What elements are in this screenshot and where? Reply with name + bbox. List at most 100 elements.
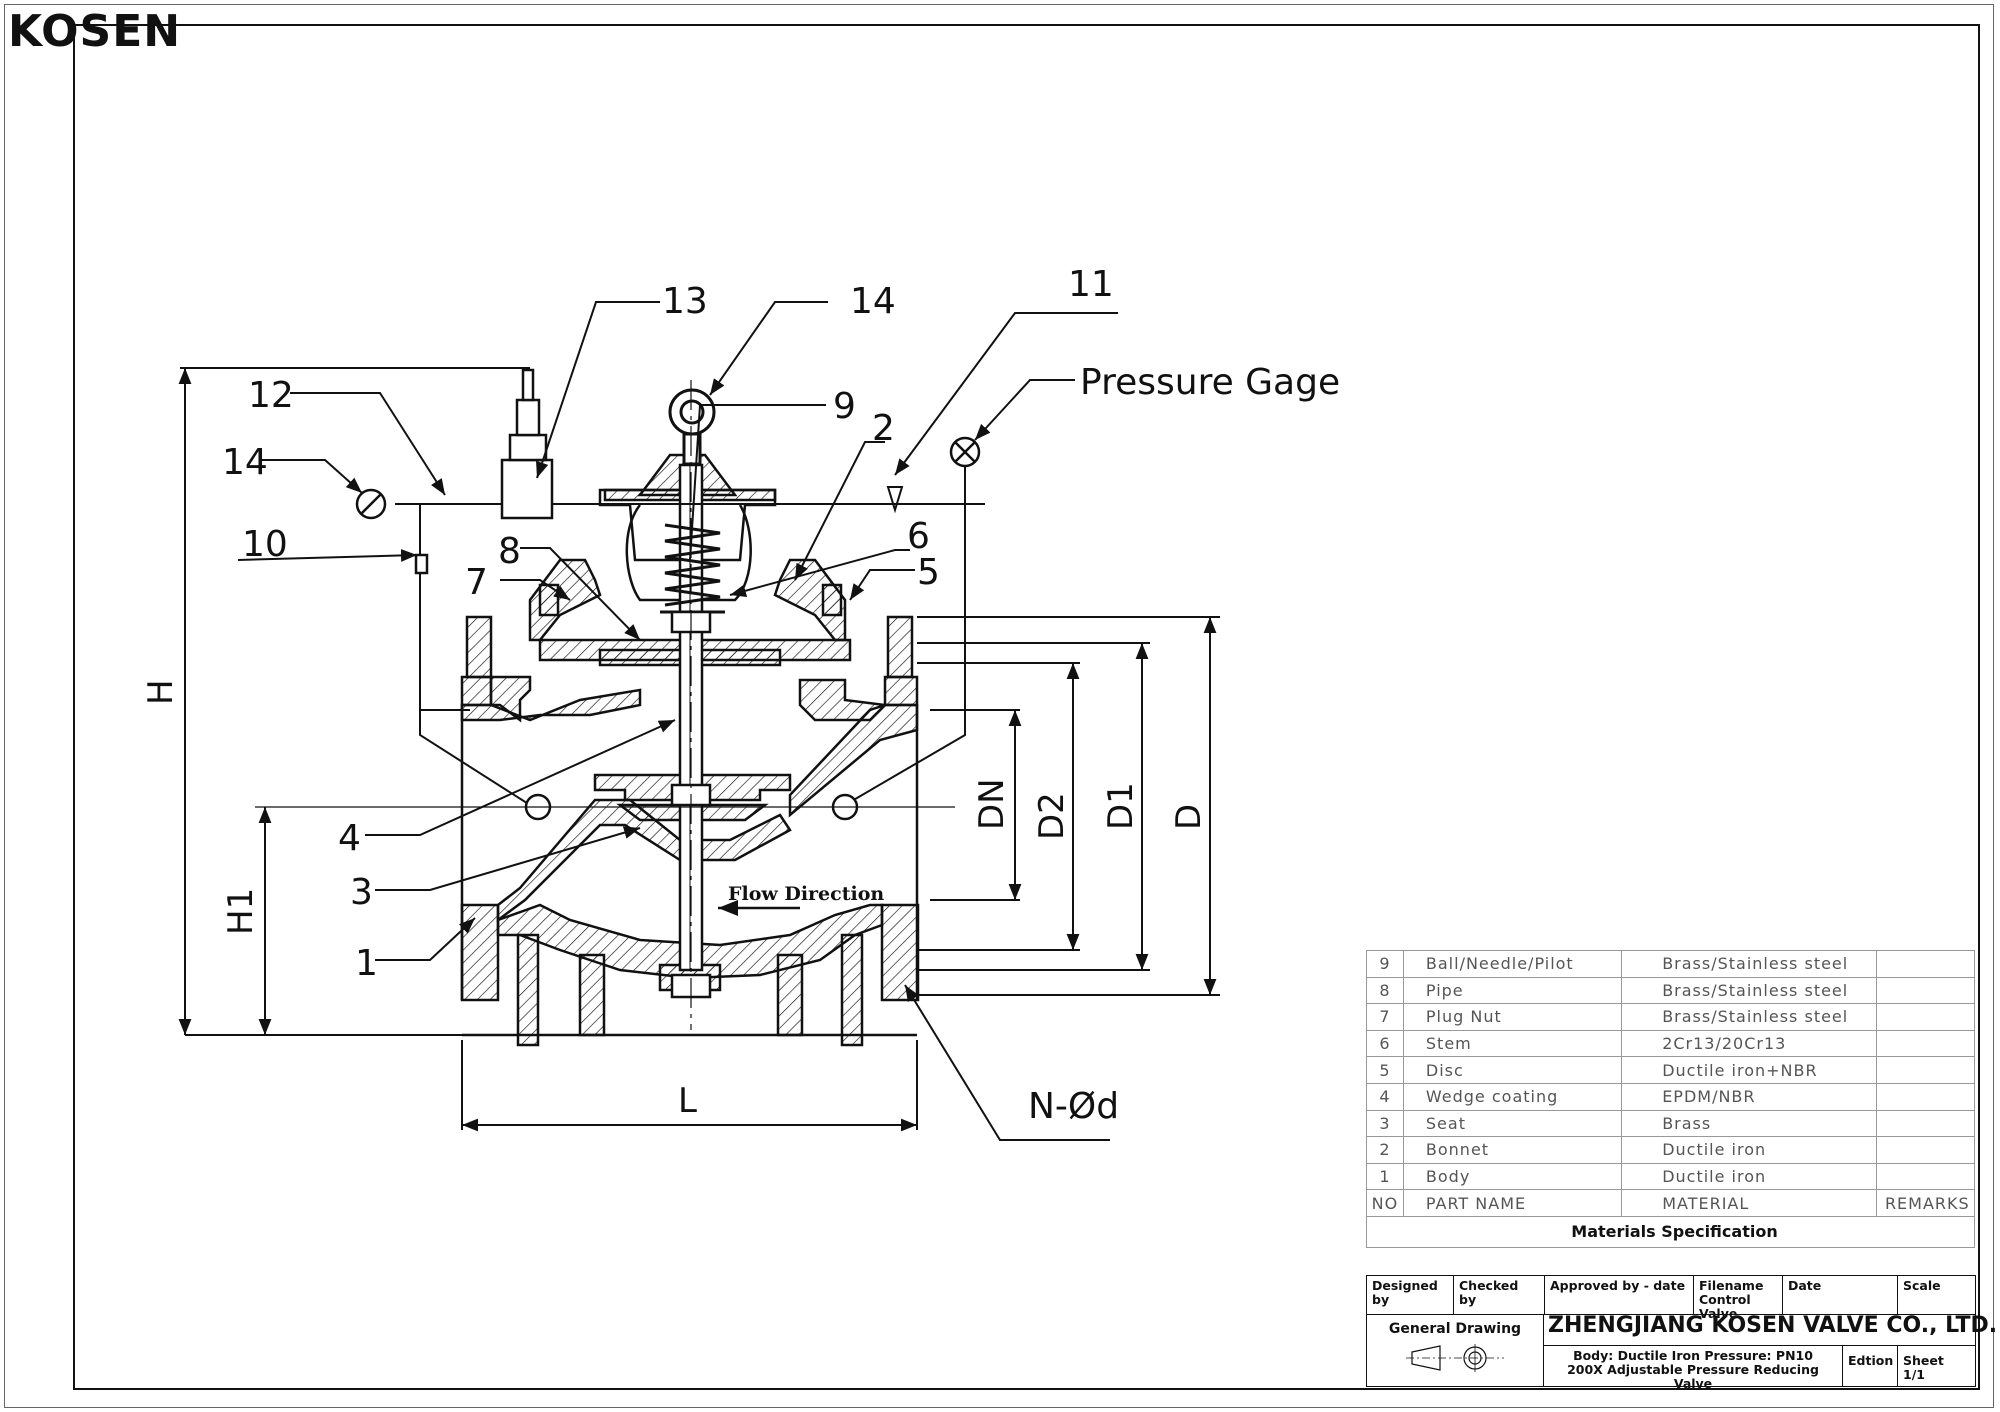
callout-14-top: 14 [850,281,896,322]
filename-value: Control Valve [1699,1292,1751,1321]
general-drawing-cell: General Drawing [1366,1314,1544,1387]
table-header-row: NO PART NAME MATERIAL REMARKS [1366,1189,1976,1217]
callout-6: 6 [907,516,930,557]
callout-2: 2 [872,408,895,449]
cell-no: 6 [1366,1029,1404,1058]
table-row: 2 Bonnet Ductile iron [1366,1136,1976,1164]
cell-remarks [1875,950,1976,978]
cell-material: Brass [1621,1109,1877,1138]
cell-name: Plug Nut [1402,1003,1623,1031]
centerlines [255,380,955,1030]
table-caption-row: Materials Specification [1366,1215,1975,1248]
dim-D-label: D [1169,804,1209,830]
cell-no: 3 [1366,1109,1404,1138]
cell-material: Brass/Stainless steel [1621,1003,1877,1031]
table-row: 9 Ball/Needle/Pilot Brass/Stainless stee… [1366,950,1976,978]
designed-by-cell: Designed by [1366,1275,1454,1315]
company-name: ZHENGJIANG KOSEN VALVE CO., LTD. [1543,1314,1997,1346]
callout-10: 10 [242,524,288,565]
outer-border [4,4,1994,1408]
cell-no: 5 [1366,1056,1404,1084]
callout-1: 1 [355,943,378,984]
valve-body [460,453,920,1047]
stem-nuts [670,610,712,999]
title-block: Designed by Checked by Approved by - dat… [1366,1275,1997,1391]
cell-no: 7 [1366,1003,1404,1031]
header-remarks: REMARKS [1875,1189,1976,1217]
sheet-value: 1/1 [1903,1367,1925,1382]
materials-caption: Materials Specification [1366,1215,1975,1248]
callout-5: 5 [917,552,940,593]
dim-H-label: H [141,679,181,705]
cell-material: Ductile iron [1621,1162,1877,1191]
callout-7: 7 [465,562,488,603]
cell-material: EPDM/NBR [1621,1082,1877,1111]
callout-14-left: 14 [222,442,268,483]
sheet-label: Sheet [1903,1353,1944,1368]
cell-no: 2 [1366,1136,1404,1164]
leader-lines [237,301,1118,1141]
dimension-lines [178,368,1220,1132]
cell-material: 2Cr13/20Cr13 [1621,1029,1877,1058]
cell-name: Wedge coating [1402,1082,1623,1111]
edition-cell: Edtion [1842,1345,1898,1387]
flow-marker-icon [886,486,904,514]
cell-name: Pipe [1402,976,1623,1005]
cell-no: 9 [1366,950,1404,978]
pressure-gage-label: Pressure Gage [1080,362,1340,403]
approved-by-label: Approved by - date [1550,1278,1686,1293]
cell-no: 4 [1366,1082,1404,1111]
callout-13: 13 [662,281,708,322]
drawing-frame [73,24,1980,1390]
product-name-text: 200X Adjustable Pressure Reducing Valve [1567,1362,1819,1391]
callout-8: 8 [498,531,521,572]
cell-name: Ball/Needle/Pilot [1402,950,1623,978]
date-cell: Date [1782,1275,1898,1315]
callout-11: 11 [1068,264,1114,305]
kosen-logo: KOSEN [8,6,182,57]
dim-D1-label: D1 [1101,782,1141,830]
callout-9: 9 [833,386,856,427]
cell-remarks [1875,1109,1976,1138]
cell-remarks [1875,1003,1976,1031]
cell-material: Brass/Stainless steel [1621,950,1877,978]
scale-label: Scale [1903,1278,1941,1293]
cell-name: Seat [1402,1109,1623,1138]
cell-remarks [1875,1082,1976,1111]
edition-label: Edtion [1848,1353,1894,1368]
cell-material: Brass/Stainless steel [1621,976,1877,1005]
table-row: 1 Body Ductile iron [1366,1162,1976,1191]
checked-by-cell: Checked by [1453,1275,1545,1315]
dim-DN-label: DN [972,778,1012,830]
date-label: Date [1788,1278,1822,1293]
dim-H1-label: H1 [221,888,261,935]
header-no: NO [1366,1189,1404,1217]
flow-direction-label: Flow Direction [728,883,884,905]
cell-remarks [1875,1136,1976,1164]
materials-table: 9 Ball/Needle/Pilot Brass/Stainless stee… [1366,950,1976,1248]
table-row: 3 Seat Brass [1366,1109,1976,1138]
header-material: MATERIAL [1621,1189,1877,1217]
filename-cell: Filename Control Valve [1693,1275,1783,1321]
checked-by-label: Checked by [1459,1278,1519,1307]
cell-name: Stem [1402,1029,1623,1058]
general-drawing-label: General Drawing [1388,1321,1522,1337]
cell-material: Ductile iron+NBR [1621,1056,1877,1084]
projection-symbol-icon [1406,1344,1504,1372]
cell-name: Body [1402,1162,1623,1191]
callout-3: 3 [350,872,373,913]
table-row: 8 Pipe Brass/Stainless steel [1366,976,1976,1005]
holes-label: N-Ød [1028,1086,1119,1127]
designed-by-label: Designed by [1372,1278,1438,1307]
gauges [355,436,981,575]
cell-name: Disc [1402,1056,1623,1084]
sheet-cell: Sheet 1/1 [1897,1345,1976,1387]
filename-label: Filename [1699,1278,1764,1293]
cell-remarks [1875,1162,1976,1191]
body-pressure-text: Body: Ductile Iron Pressure: PN10 [1573,1348,1813,1363]
table-row: 7 Plug Nut Brass/Stainless steel [1366,1003,1976,1031]
product-description-cell: Body: Ductile Iron Pressure: PN10 200X A… [1543,1345,1843,1391]
table-row: 4 Wedge coating EPDM/NBR [1366,1082,1976,1111]
cell-material: Ductile iron [1621,1136,1877,1164]
